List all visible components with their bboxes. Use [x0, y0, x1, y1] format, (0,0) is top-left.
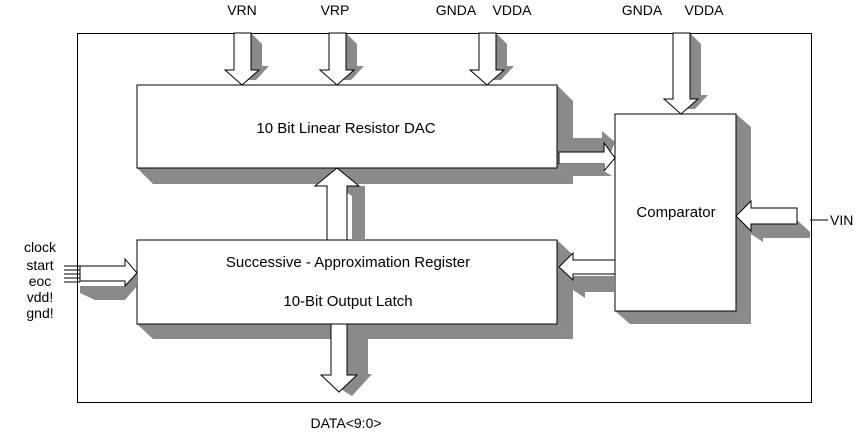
vrp-label: VRP: [321, 2, 350, 18]
gnda-label-left: GNDA: [436, 2, 477, 18]
vrp-arrow: [318, 32, 364, 86]
gnda-vdda-dac-arrow: [468, 32, 514, 86]
control-input-gnd: gnd!: [26, 305, 53, 321]
comparator-to-sar-arrow: [558, 251, 616, 298]
sar-to-dac-arrow: [313, 167, 365, 241]
vdda-label-left: VDDA: [493, 2, 533, 18]
control-input-eoc: eoc: [29, 273, 52, 289]
vrn-arrow: [223, 32, 269, 86]
control-input-start: start: [26, 257, 53, 273]
dac-block: 10 Bit Linear Resistor DAC: [136, 84, 573, 184]
vin-label: VIN: [830, 212, 853, 228]
data-out-label: DATA<9:0>: [310, 415, 381, 431]
vdda-label-right: VDDA: [685, 2, 725, 18]
control-input-vdd: vdd!: [27, 289, 53, 305]
data-out-arrow: [319, 323, 372, 396]
vrn-label: VRN: [227, 2, 257, 18]
sar-block: Successive - Approximation Register 10-B…: [136, 239, 573, 339]
gnda-label-right: GNDA: [622, 2, 663, 18]
control-input-clock: clock: [24, 239, 57, 255]
vin-arrow: [735, 199, 828, 242]
chip-boundary: [77, 33, 812, 403]
sar-label: Successive - Approximation Register: [226, 254, 470, 271]
dac-label: 10 Bit Linear Resistor DAC: [256, 120, 435, 137]
output-latch-label: 10-Bit Output Latch: [283, 293, 412, 310]
comparator-block: Comparator: [614, 113, 751, 324]
dac-to-comparator-arrow: [558, 131, 616, 176]
comparator-label: Comparator: [636, 204, 715, 221]
gnda-vdda-comparator-arrow: [662, 32, 708, 115]
control-input-arrow: [64, 257, 138, 300]
